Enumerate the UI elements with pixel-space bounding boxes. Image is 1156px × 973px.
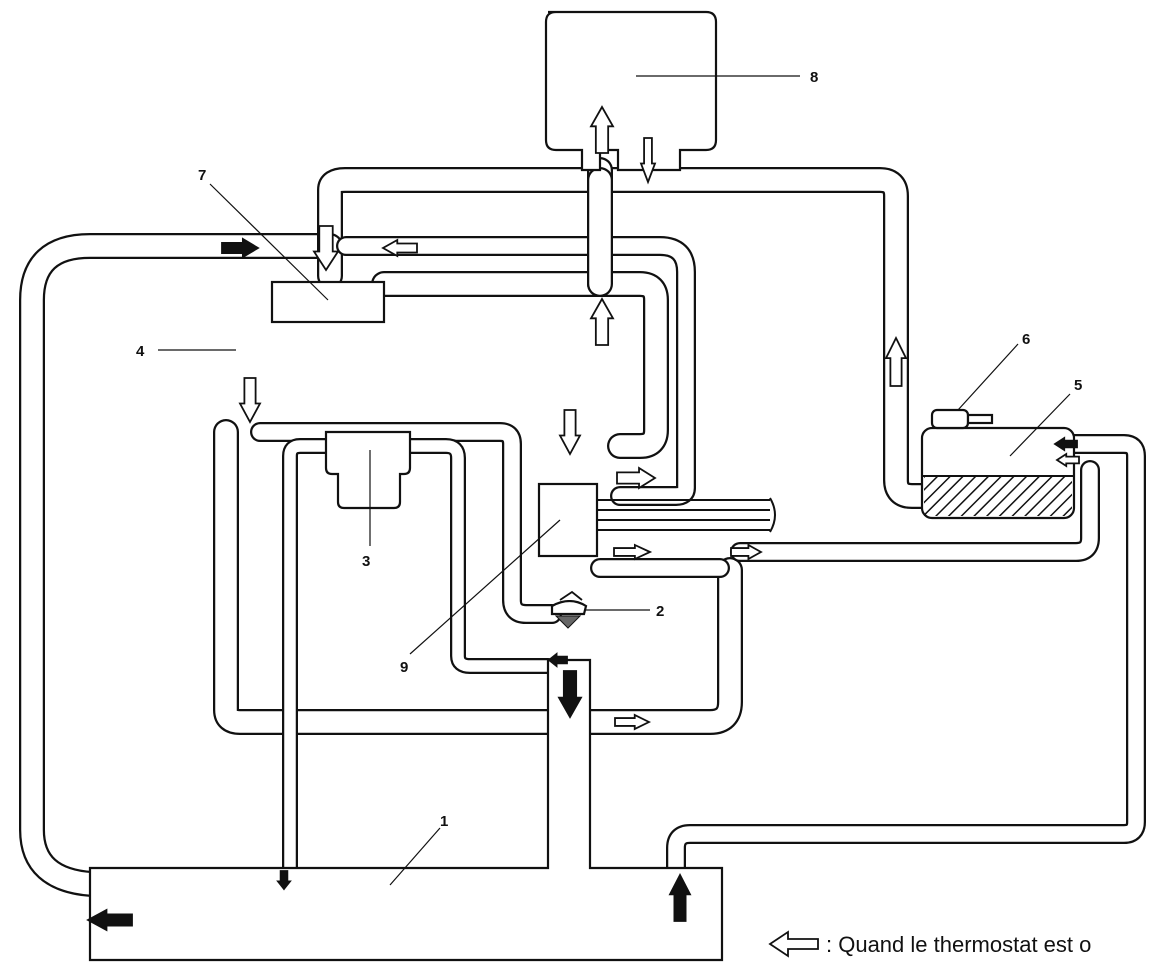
label-7: 7 (198, 167, 206, 184)
arrow-icon-up-heater (589, 105, 615, 154)
label-6: 6 (1022, 331, 1030, 348)
legend: : Quand le thermostat est o (768, 930, 1091, 958)
arrow-icon-up-right-pipe (884, 335, 908, 387)
label-3: 3 (362, 553, 370, 570)
pipe-radiator-left-loop (19, 233, 343, 897)
component-6 (930, 408, 994, 430)
label-5: 5 (1074, 377, 1082, 394)
arrow-icon-tank-in-open (1055, 452, 1080, 468)
component-7 (270, 280, 386, 324)
arrow-icon-up-engine (589, 297, 615, 346)
component-5 (920, 426, 1076, 520)
pipe-tank-right-loop (666, 434, 1146, 878)
open-arrow-icon (768, 930, 819, 958)
arrow-icon-left-radiator (86, 908, 133, 932)
label-4: 4 (136, 343, 145, 360)
pipe-inner-rect (250, 422, 562, 624)
arrow-icon-left-open (381, 238, 418, 258)
arrow-icon-down-thermostat (557, 670, 583, 719)
pipe-pump-left (282, 438, 334, 876)
pipe-inner-right-loop (336, 236, 696, 506)
arrow-icon-right-bottom (614, 713, 652, 731)
arrow-icon-heater-return (639, 137, 657, 185)
pipe-bottom-frame (213, 419, 743, 735)
arrow-icon-down-into-7 (312, 225, 340, 272)
pipes (19, 157, 1146, 897)
arrow-icon-up-radiator (668, 873, 692, 922)
arrow-icon-right-out-9 (616, 466, 657, 490)
arrow-icon-right-t (730, 543, 763, 561)
label-9: 9 (400, 659, 408, 676)
arrow-icon-down-left-block (238, 377, 262, 424)
label-1: 1 (440, 813, 448, 830)
arrow-icon-right-lower-9 (613, 543, 653, 561)
component-3 (324, 430, 412, 510)
arrow-icon-curve-thermostat (547, 652, 568, 668)
pipe-engine-to-heater (587, 271, 669, 459)
pipe-pump-right (402, 438, 556, 674)
arrow-icon-curve-radiator (276, 870, 292, 891)
component-9 (537, 482, 599, 558)
label-8: 8 (810, 69, 818, 86)
pipe-tank-lower (730, 460, 1100, 562)
component-2 (550, 590, 588, 629)
component-1 (88, 658, 724, 962)
pipe-top-right-loop (317, 167, 935, 509)
arrow-icon-tank-in-filled (1053, 436, 1078, 452)
legend-text: : Quand le thermostat est o (826, 932, 1091, 957)
component-9-tubes (597, 497, 776, 533)
label-2: 2 (656, 603, 664, 620)
leader-lines (158, 75, 1071, 886)
arrow-icon-top-left-filled (221, 237, 260, 259)
component-8 (544, 10, 718, 172)
flow-arrows (86, 105, 1080, 932)
arrow-icon-down-center (558, 409, 582, 456)
